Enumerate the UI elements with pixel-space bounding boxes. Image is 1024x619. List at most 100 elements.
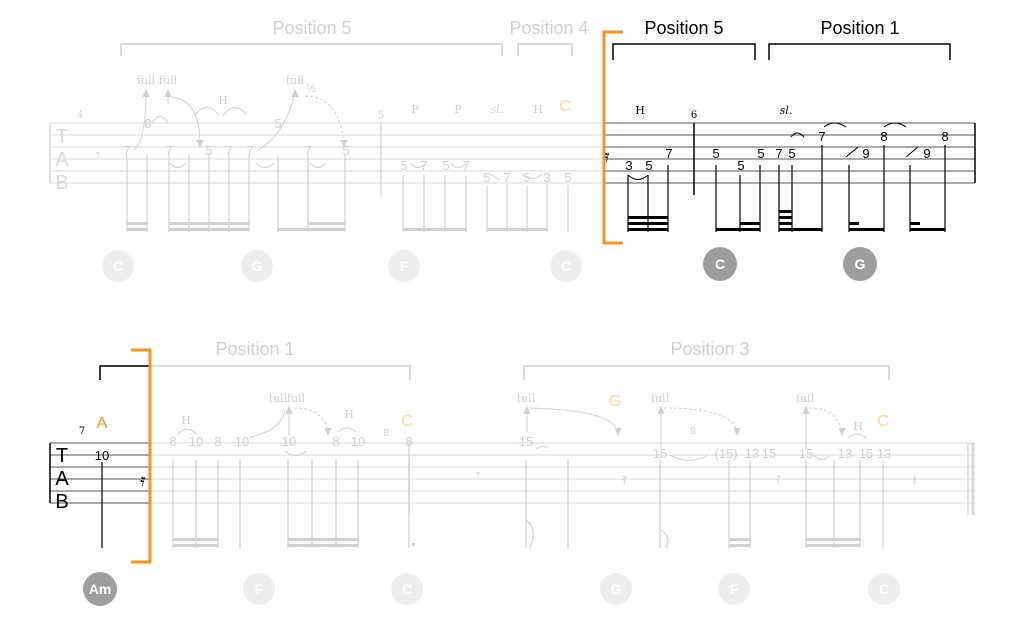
technique-slide: sl. — [780, 104, 793, 117]
svg-text:8: 8 — [880, 129, 887, 144]
svg-text:8: 8 — [214, 434, 221, 449]
svg-text:5: 5 — [442, 158, 449, 173]
svg-text:9: 9 — [923, 146, 930, 161]
position-bracket — [612, 43, 756, 60]
svg-text:5: 5 — [523, 170, 530, 185]
technique-pull: P — [454, 103, 462, 116]
chord-circle: C — [113, 258, 123, 274]
svg-text:10: 10 — [351, 434, 365, 449]
position-bracket — [99, 365, 411, 380]
chord-circle: F — [400, 258, 409, 274]
rhythm-faded — [172, 460, 884, 548]
svg-text:5: 5 — [712, 146, 719, 161]
svg-text:5: 5 — [205, 143, 212, 158]
svg-text:𝄾: 𝄾 — [476, 465, 480, 484]
svg-text:7: 7 — [246, 143, 253, 158]
svg-text:5: 5 — [400, 158, 407, 173]
tab-clef-t: T — [56, 445, 68, 467]
svg-text:7: 7 — [818, 129, 825, 144]
position-label: Position 5 — [272, 18, 351, 38]
technique-slide: sl. — [491, 103, 504, 116]
svg-text:7: 7 — [225, 143, 232, 158]
tab-clef-b: B — [55, 172, 68, 194]
svg-text:7: 7 — [462, 158, 469, 173]
svg-text:10: 10 — [235, 434, 249, 449]
svg-text:3: 3 — [625, 158, 632, 173]
svg-text:13: 13 — [838, 446, 852, 461]
staff-lines-active — [603, 122, 975, 184]
chord-row-1: C G F C C G — [102, 247, 877, 282]
svg-text:15: 15 — [859, 446, 873, 461]
rest-symbol: 𝄿 — [604, 146, 610, 167]
svg-text:5: 5 — [342, 143, 349, 158]
chord-row-2: Am F C G F C — [83, 572, 900, 606]
current-position-marker — [602, 30, 623, 245]
system-1: Position 5 Position 4 Position 5 Positio… — [49, 18, 976, 282]
svg-text:13: 13 — [745, 446, 759, 461]
position-bracket — [517, 43, 573, 56]
svg-text:10: 10 — [282, 434, 296, 449]
svg-text:3: 3 — [543, 170, 550, 185]
chord-circle: F — [730, 581, 739, 597]
technique-half: ½ — [306, 82, 317, 95]
svg-text:7: 7 — [123, 143, 130, 158]
chord-mark: C — [559, 98, 571, 115]
rhythm-faded — [126, 155, 569, 232]
technique-full: full — [287, 392, 306, 405]
chord-mark: A — [97, 415, 108, 432]
svg-text:𝄿: 𝄿 — [622, 469, 627, 488]
chord-mark: G — [609, 393, 621, 410]
beams-active — [628, 210, 945, 231]
svg-text:15: 15 — [762, 446, 776, 461]
svg-text:8: 8 — [941, 129, 948, 144]
svg-text:5: 5 — [757, 146, 764, 161]
technique-full: full — [137, 74, 156, 87]
technique-full: full — [796, 392, 815, 405]
svg-text:5: 5 — [645, 158, 652, 173]
svg-text:13: 13 — [877, 446, 891, 461]
technique-full: full — [269, 392, 288, 405]
technique-full: full — [159, 74, 178, 87]
svg-text:5: 5 — [788, 146, 795, 161]
chord-circle: G — [611, 581, 622, 597]
svg-text:8: 8 — [332, 434, 339, 449]
svg-text:8: 8 — [144, 116, 151, 131]
staff-lines-faded — [50, 122, 603, 184]
chord-circle: C — [715, 256, 725, 272]
position-label: Position 1 — [820, 18, 899, 38]
tab-clef-a: A — [55, 149, 69, 171]
slur-marks — [627, 122, 919, 180]
chord-mark: C — [401, 413, 413, 430]
bend-marks — [177, 405, 867, 461]
technique-hammer: H — [635, 104, 645, 117]
measure-number: 7 — [79, 426, 85, 437]
chord-circle: C — [402, 581, 412, 597]
position-label: Position 3 — [670, 339, 749, 359]
bend-marks — [133, 88, 543, 181]
tab-clef-t: T — [56, 126, 68, 148]
technique-hammer: H — [181, 414, 191, 427]
svg-text:7: 7 — [304, 143, 311, 158]
svg-text:7: 7 — [775, 146, 782, 161]
svg-text:7: 7 — [420, 158, 427, 173]
chord-circle: G — [252, 258, 263, 274]
staff-lines-active — [50, 442, 150, 504]
svg-text:8: 8 — [405, 434, 412, 449]
technique-hammer: H — [533, 103, 543, 116]
svg-text:7: 7 — [665, 146, 672, 161]
svg-text:8: 8 — [169, 434, 176, 449]
technique-full: full — [286, 74, 305, 87]
technique-full: full — [651, 392, 670, 405]
svg-text:𝄿: 𝄿 — [776, 469, 781, 488]
chord-mark: C — [877, 413, 889, 430]
svg-text:10: 10 — [95, 448, 109, 463]
measure-number: 6 — [691, 110, 697, 121]
chord-circle: Am — [89, 581, 112, 597]
position-bracket — [768, 43, 951, 60]
rest-symbol: 𝄿 — [140, 470, 146, 491]
beams-faded — [173, 538, 860, 547]
technique-hammer: H — [344, 408, 354, 421]
svg-text:5: 5 — [483, 170, 490, 185]
fret-numbers: 10 8 10 8 10 10 8 10 8 8 15 15 9 (15) 13… — [95, 426, 891, 463]
